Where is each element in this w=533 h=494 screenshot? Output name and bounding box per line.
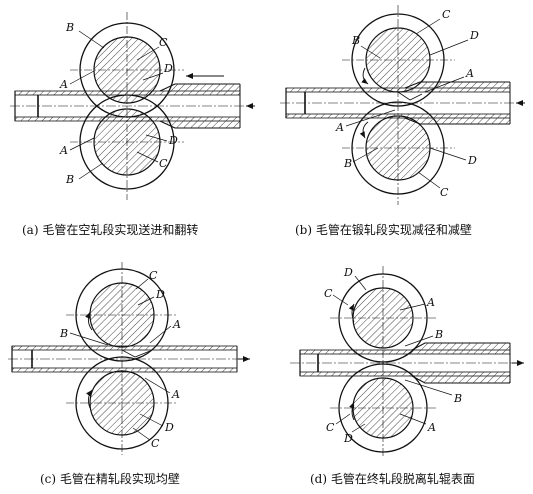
label-d-bot-b: B <box>453 392 462 405</box>
label-a-top-d: D <box>163 62 173 75</box>
label-b-top-a: A <box>465 67 474 80</box>
label-d-top-d: D <box>343 266 353 279</box>
label-c-bot-c: C <box>151 437 160 450</box>
label-a-bot-c: C <box>159 157 168 170</box>
tube-b <box>285 81 511 125</box>
label-d-bot-a: A <box>427 421 436 434</box>
caption-c: (c) 毛管在精轧段实现均壁 <box>40 472 180 486</box>
label-a-top-c: C <box>159 36 168 49</box>
label-a-bot-a: A <box>59 144 68 157</box>
label-a-bot-d: D <box>168 134 178 147</box>
label-c-top-b: B <box>59 327 68 340</box>
panel-d: D C A B B C D A <box>290 266 525 458</box>
tube-c <box>11 345 238 373</box>
caption-a: (a) 毛管在空轧段实现送进和翻转 <box>22 223 199 237</box>
tube-d <box>299 342 511 384</box>
label-c-top-a: A <box>172 318 181 331</box>
label-d-top-c: C <box>324 287 333 300</box>
label-b-bot-c: C <box>440 186 449 199</box>
caption-b: (b) 毛管在锻轧段实现减径和减壁 <box>295 223 472 237</box>
panel-b: C B D A A B D C <box>280 5 525 205</box>
label-c-top-d: D <box>155 288 165 301</box>
label-b-bot-b: B <box>343 157 352 170</box>
label-b-bot-d: D <box>467 154 477 167</box>
caption-d: (d) 毛管在终轧段脱离轧辊表面 <box>310 472 475 486</box>
label-a-top-a: A <box>59 78 68 91</box>
label-b-top-b: B <box>351 34 360 47</box>
label-c-bot-a: A <box>171 388 180 401</box>
label-b-bot-a: A <box>335 121 344 134</box>
tube-a <box>14 83 241 129</box>
label-b-top-c: C <box>442 8 451 21</box>
label-c-top-c: C <box>149 269 158 282</box>
label-d-bot-d: D <box>343 432 353 445</box>
label-d-bot-c: C <box>326 421 335 434</box>
label-a-bot-b: B <box>65 173 74 186</box>
label-b-top-d: D <box>469 29 479 42</box>
panel-c: C D B A A D C <box>8 262 250 455</box>
label-d-top-a: A <box>426 296 435 309</box>
label-d-top-b: B <box>434 328 443 341</box>
panel-a: B C D A A D C B <box>10 12 255 200</box>
label-a-top-b: B <box>65 21 74 34</box>
label-c-bot-d: D <box>164 421 174 434</box>
